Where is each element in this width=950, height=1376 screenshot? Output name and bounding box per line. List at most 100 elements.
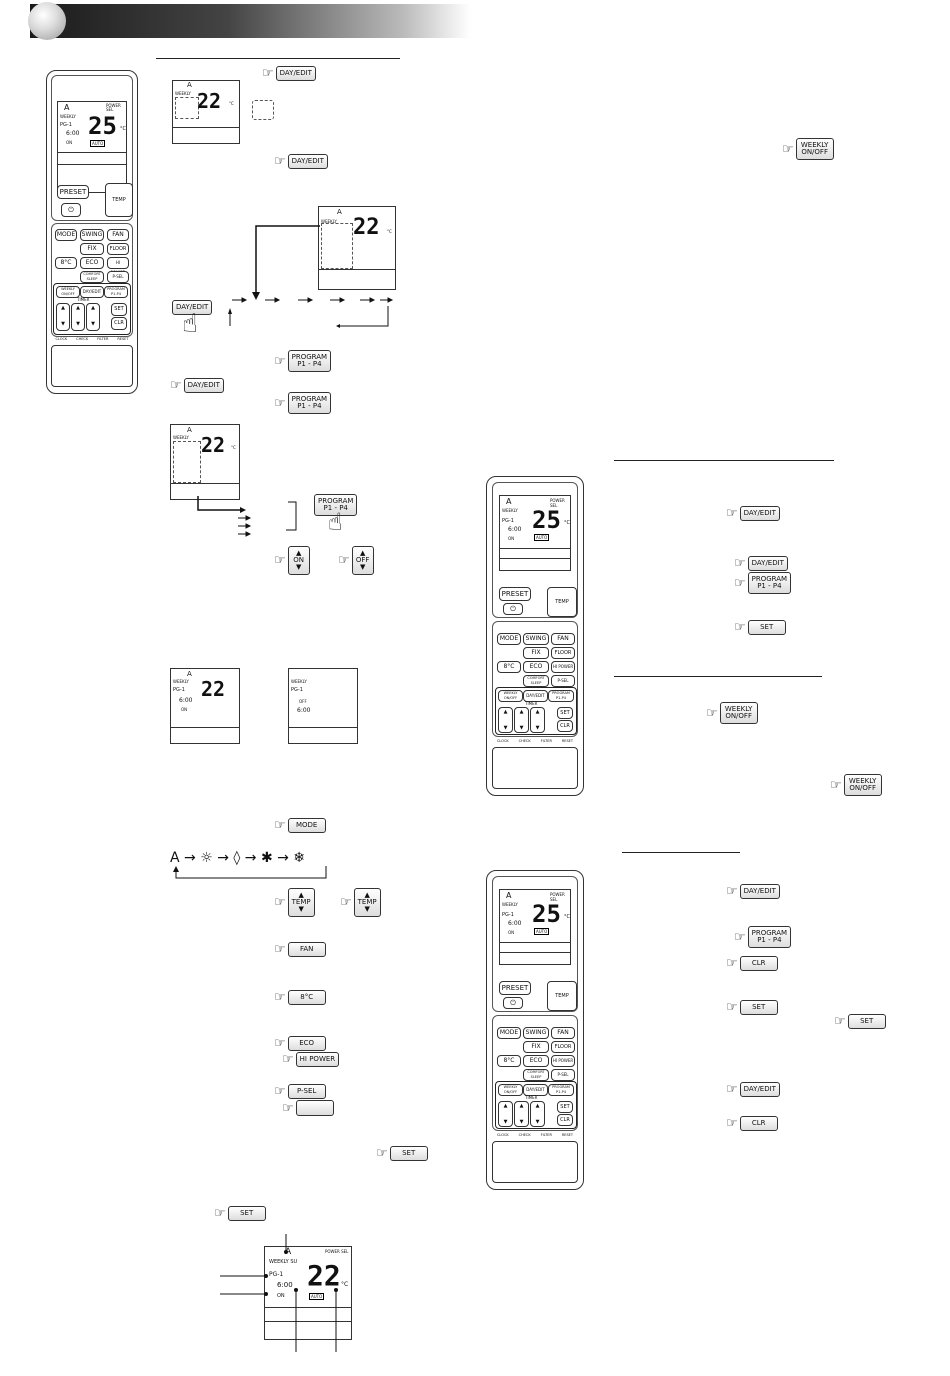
program-button-m[interactable]: PROGRAM P1-P4: [548, 690, 574, 702]
timer-up-down-1[interactable]: ▲▼: [56, 303, 70, 331]
timer-updown-b3[interactable]: ▲▼: [530, 1101, 545, 1127]
comfort-sleep-button-b[interactable]: COMFORT SLEEP: [523, 1069, 549, 1081]
fan-key[interactable]: FAN: [287, 942, 326, 957]
mode-button-b[interactable]: MODE: [497, 1027, 521, 1039]
s3-clr-key-2[interactable]: CLR: [739, 1116, 778, 1131]
floor-button-m[interactable]: FLOOR: [551, 647, 575, 659]
clr-button[interactable]: CLR: [111, 317, 127, 330]
s1-set-key[interactable]: SET: [747, 620, 786, 635]
dayedit-button[interactable]: DAY/EDIT: [80, 286, 104, 298]
s2-weekly-key-2[interactable]: WEEKLY ON/OFF: [843, 774, 882, 796]
power-button[interactable]: ⏻: [61, 203, 81, 217]
psel-button-b[interactable]: P-SEL: [551, 1069, 575, 1081]
s1-program-key[interactable]: PROGRAM P1 - P4: [747, 572, 792, 594]
set-button[interactable]: SET: [111, 303, 127, 316]
fan-button[interactable]: FAN: [107, 229, 129, 241]
timer-up-down-2[interactable]: ▲▼: [71, 303, 85, 331]
eight-c-button[interactable]: 8°C: [55, 257, 77, 269]
psel-button-m[interactable]: P-SEL: [551, 675, 575, 687]
hipower-button-b[interactable]: HI POWER: [551, 1055, 575, 1067]
swing-button-m[interactable]: SWING: [523, 633, 549, 645]
timer-updown-m3[interactable]: ▲▼: [530, 707, 545, 733]
program-key-pressed[interactable]: PROGRAM P1 - P4: [314, 494, 358, 516]
s3-dayedit-key-2[interactable]: DAY/EDIT: [739, 1082, 780, 1097]
dayedit-key-2[interactable]: DAY/EDIT: [287, 154, 328, 169]
dayedit-key[interactable]: DAY/EDIT: [275, 66, 316, 81]
power-button-b[interactable]: ⏻: [503, 997, 523, 1009]
set-key-2[interactable]: SET: [227, 1206, 266, 1221]
fan-button-m[interactable]: FAN: [551, 633, 575, 645]
psel-button[interactable]: P-SEL: [107, 271, 129, 283]
eco-button[interactable]: ECO: [80, 257, 104, 269]
preset-button[interactable]: PRESET: [57, 185, 89, 199]
timer-updown-b1[interactable]: ▲▼: [498, 1101, 513, 1127]
temp-key-2[interactable]: ▲TEMP▼: [353, 888, 381, 917]
blank-key[interactable]: [295, 1100, 334, 1116]
eight-c-button-b[interactable]: 8°C: [497, 1055, 521, 1067]
psel-key[interactable]: P-SEL: [287, 1084, 326, 1099]
mode-key[interactable]: MODE: [287, 818, 326, 833]
on-updown-key[interactable]: ▲ON▼: [287, 546, 310, 575]
preset-button-m[interactable]: PRESET: [499, 587, 531, 601]
eight-c-key[interactable]: 8°C: [287, 990, 326, 1005]
s1-dayedit-key-2[interactable]: DAY/EDIT: [747, 556, 788, 571]
hipower-key[interactable]: HI POWER: [295, 1052, 340, 1067]
s1-dayedit-key[interactable]: DAY/EDIT: [739, 506, 780, 521]
set-button-b[interactable]: SET: [557, 1101, 573, 1113]
power-button-m[interactable]: ⏻: [503, 603, 523, 615]
s3-set-key[interactable]: SET: [739, 1000, 778, 1015]
section-rule-1: [614, 460, 834, 461]
temp-rocker[interactable]: TEMP: [105, 183, 133, 217]
temp-rocker-b[interactable]: TEMP: [547, 981, 577, 1011]
eight-c-button-m[interactable]: 8°C: [497, 661, 521, 673]
program-key[interactable]: PROGRAM P1 - P4: [287, 350, 332, 372]
program-key-2[interactable]: PROGRAM P1 - P4: [287, 392, 332, 414]
timer-up-down-3[interactable]: ▲▼: [86, 303, 100, 331]
s3-set-2: ☞SET: [834, 1014, 886, 1029]
dayedit-key-3[interactable]: DAY/EDIT: [183, 378, 224, 393]
clr-button-b[interactable]: CLR: [557, 1114, 573, 1126]
comfort-sleep-button[interactable]: COMFORT SLEEP: [80, 271, 104, 283]
s2-weekly-key[interactable]: WEEKLY ON/OFF: [719, 702, 758, 724]
preset-button-b[interactable]: PRESET: [499, 981, 531, 995]
dayedit-button-m[interactable]: DAY/EDIT: [523, 690, 548, 702]
s3-dayedit-key[interactable]: DAY/EDIT: [739, 884, 780, 899]
weekly-onoff-button-b[interactable]: WEEKLY ON/OFF: [498, 1084, 523, 1096]
program-button-b[interactable]: PROGRAM P1-P4: [548, 1084, 574, 1096]
hipower-button-m[interactable]: HI POWER: [551, 661, 575, 673]
s3-program-key[interactable]: PROGRAM P1 - P4: [747, 926, 792, 948]
temp-key[interactable]: ▲TEMP▼: [287, 888, 315, 917]
timer-updown-b2[interactable]: ▲▼: [514, 1101, 529, 1127]
timer-updown-m2[interactable]: ▲▼: [514, 707, 529, 733]
set-button-m[interactable]: SET: [557, 707, 573, 719]
hipower-button[interactable]: HI POWER: [107, 257, 129, 275]
temp-rocker-m[interactable]: TEMP: [547, 587, 577, 617]
clr-button-m[interactable]: CLR: [557, 720, 573, 732]
s3-clr: ☞CLR: [726, 956, 778, 971]
mode-button-m[interactable]: MODE: [497, 633, 521, 645]
off-updown-key[interactable]: ▲OFF▼: [351, 546, 374, 575]
swing-button[interactable]: SWING: [80, 229, 104, 241]
set-key[interactable]: SET: [389, 1146, 428, 1161]
mode-button[interactable]: MODE: [55, 229, 77, 241]
weekly-onoff-button-m[interactable]: WEEKLY ON/OFF: [498, 690, 523, 702]
swing-button-b[interactable]: SWING: [523, 1027, 549, 1039]
eco-button-m[interactable]: ECO: [523, 661, 549, 673]
weekly-onoff-key[interactable]: WEEKLY ON/OFF: [795, 138, 834, 160]
weekly-onoff-button[interactable]: WEEKLY ON/OFF: [56, 286, 80, 298]
floor-button-b[interactable]: FLOOR: [551, 1041, 575, 1053]
timer-updown-m1[interactable]: ▲▼: [498, 707, 513, 733]
fix-button-m[interactable]: FIX: [523, 647, 549, 659]
s3-clr-key[interactable]: CLR: [739, 956, 778, 971]
fix-button-b[interactable]: FIX: [523, 1041, 549, 1053]
dayedit-key-pressed[interactable]: DAY/EDIT: [172, 300, 213, 315]
program-button[interactable]: PROGRAM P1-P4: [104, 286, 128, 298]
s3-set-key-2[interactable]: SET: [847, 1014, 886, 1029]
comfort-sleep-button-m[interactable]: COMFORT SLEEP: [523, 675, 549, 687]
eco-button-b[interactable]: ECO: [523, 1055, 549, 1067]
dayedit-button-b[interactable]: DAY/EDIT: [523, 1084, 548, 1096]
floor-button[interactable]: FLOOR: [107, 243, 129, 255]
fix-button[interactable]: FIX: [80, 243, 104, 255]
fan-button-b[interactable]: FAN: [551, 1027, 575, 1039]
eco-key[interactable]: ECO: [287, 1036, 326, 1051]
